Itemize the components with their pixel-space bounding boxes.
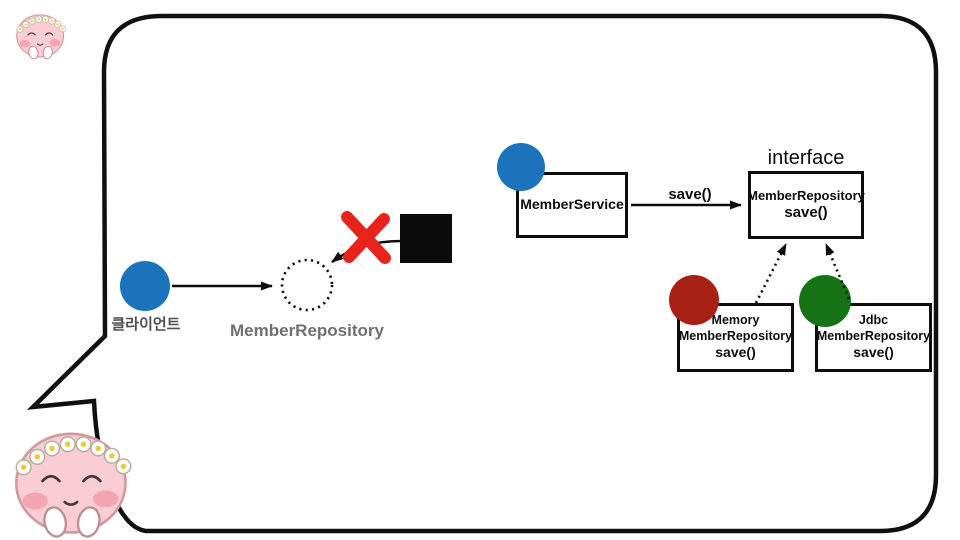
memory-member-repository-box: Memory MemberRepository save() — [677, 303, 794, 372]
jdbc-box-line2: MemberRepository — [816, 328, 931, 343]
member-service-box: MemberService — [516, 172, 628, 238]
repository-label: MemberRepository — [230, 321, 384, 340]
member-service-box-label: MemberService — [520, 196, 624, 213]
jdbc-member-repository-box: Jdbc MemberRepository save() — [815, 303, 932, 372]
save-arrow-label: save() — [668, 186, 712, 203]
interface-box-name: MemberRepository — [747, 187, 865, 203]
repository-dotted-circle — [280, 258, 334, 312]
square-to-circle-arrow — [331, 239, 402, 263]
memory-box-line2: MemberRepository — [678, 328, 793, 343]
jdbc-box-method: save() — [853, 344, 894, 361]
jdbc-box-line1: Jdbc — [858, 313, 889, 328]
member-repository-interface-box: MemberRepository save() — [747, 171, 865, 239]
memory-box-line1: Memory — [711, 313, 760, 328]
jdbc-realization-arrow — [824, 243, 851, 300]
red-x-icon — [341, 211, 391, 264]
interface-caption: interface — [767, 147, 845, 169]
apeach-sticker-large-icon — [14, 432, 133, 540]
memory-realization-arrow — [754, 243, 788, 304]
client-circle — [120, 261, 170, 311]
interface-box-method: save() — [784, 203, 828, 221]
client-label: 클라이언트 — [111, 316, 181, 333]
speech-bubble — [26, 13, 939, 534]
apeach-sticker-small-icon — [16, 14, 67, 61]
memory-box-method: save() — [715, 344, 756, 361]
impl-black-square — [400, 214, 452, 263]
